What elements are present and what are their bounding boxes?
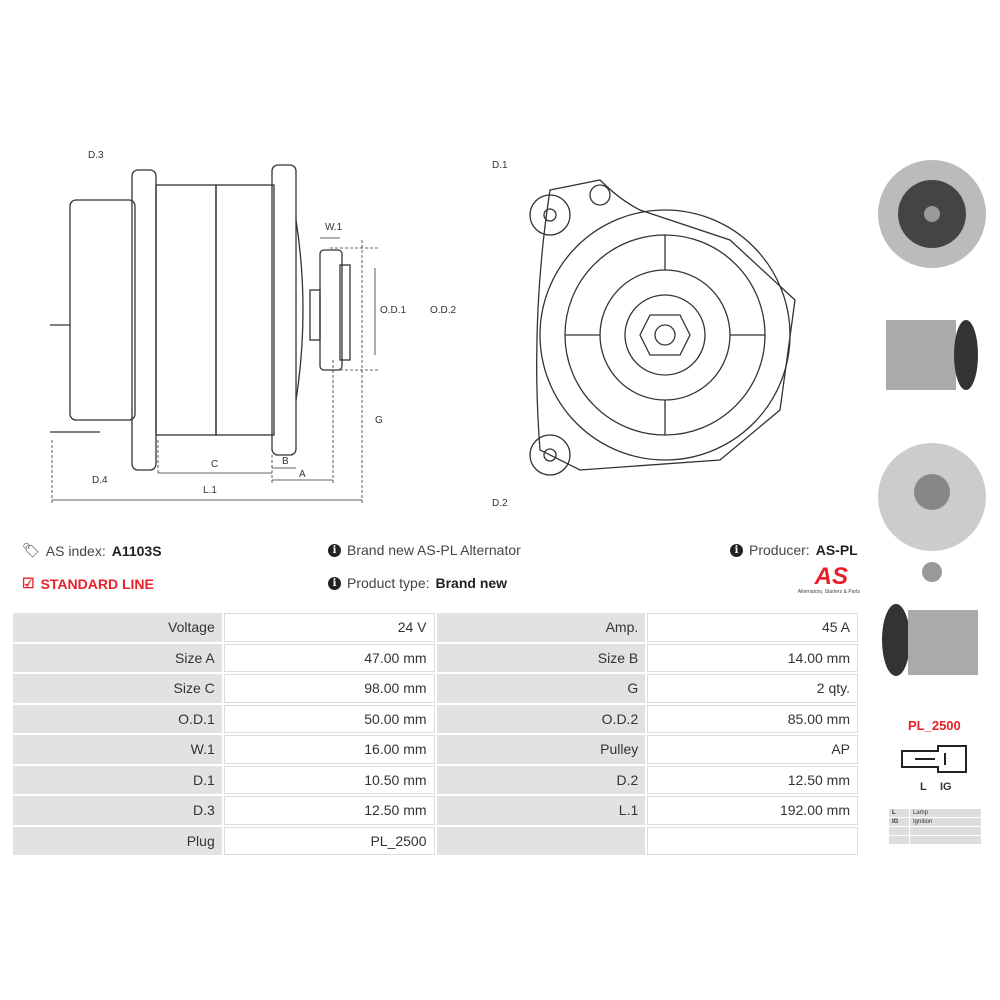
spec-label: O.D.1 [13,704,222,733]
spec-label: Pulley [436,735,646,764]
label-od1: O.D.1 [380,305,407,316]
checkbox-icon: ☑ [22,575,35,591]
spec-value: AP [647,735,858,764]
spec-value: 16.00 mm [223,735,435,764]
spec-label: Amp. [436,613,646,642]
legend-desc [910,836,981,844]
spec-label: D.3 [13,796,222,825]
spec-label: Size B [436,643,646,672]
legend-pin: IG [889,818,909,826]
spec-label [436,826,646,855]
label-d2: D.2 [492,498,508,509]
legend-pin: L [889,809,909,817]
spec-label: O.D.2 [436,704,646,733]
as-index: 🏷AS index:A1103S [22,542,162,559]
spec-value: 192.00 mm [647,796,858,825]
standard-line: ☑STANDARD LINE [22,575,154,592]
spec-value: 14.00 mm [647,643,858,672]
spec-value [647,826,858,855]
label-a: A [299,469,306,480]
legend-desc [910,827,981,835]
spec-label: D.2 [436,765,646,794]
spec-value: 85.00 mm [647,704,858,733]
as-logo: AS Alternators, Starters & Parts [797,563,860,596]
product-photo-front[interactable] [876,138,988,296]
label-c: C [211,459,219,470]
info-icon: i [328,543,341,557]
label-d1: D.1 [492,160,508,171]
label-d4: D.4 [92,475,108,486]
plug-pin-l: L [920,781,927,793]
label-g: G [375,415,383,426]
spec-label: Size C [13,674,222,703]
legend-pin [889,836,909,844]
legend-desc: Ignition [910,818,981,826]
spec-value: 47.00 mm [223,643,435,672]
product-photo-rear[interactable] [876,412,988,587]
spec-value: 12.50 mm [223,796,435,825]
spec-value: 2 qty. [647,674,858,703]
legend-row [889,827,981,835]
spec-value: 45 A [647,613,858,642]
plug-pin-ig: IG [940,781,952,793]
spec-label: W.1 [13,735,222,764]
product-photo-side-2[interactable] [876,595,988,687]
plug-connector-icon [901,745,967,773]
legend-row [889,836,981,844]
spec-value: 24 V [223,613,435,642]
front-view-drawing [529,179,796,476]
spec-label: D.1 [13,765,222,794]
label-b: B [282,456,289,467]
plug-name: PL_2500 [908,718,961,733]
product-photo-side[interactable] [876,300,988,408]
tag-icon: 🏷 [22,542,40,558]
spec-value: 98.00 mm [223,674,435,703]
label-l1: L.1 [203,485,217,496]
legend-desc: Lamp [910,809,981,817]
spec-value: PL_2500 [223,826,435,855]
label-od2: O.D.2 [430,305,457,316]
side-view-drawing [50,164,380,505]
legend-pin [889,827,909,835]
label-d3: D.3 [88,150,104,161]
spec-value: 12.50 mm [647,765,858,794]
spec-label: Voltage [13,613,222,642]
spec-value: 10.50 mm [223,765,435,794]
label-w1: W.1 [325,222,343,233]
spec-label: Plug [13,826,222,855]
spec-label: G [436,674,646,703]
info-icon: i [730,543,743,557]
spec-label: L.1 [436,796,646,825]
spec-value: 50.00 mm [223,704,435,733]
spec-label: Size A [13,643,222,672]
info-icon: i [328,576,341,590]
